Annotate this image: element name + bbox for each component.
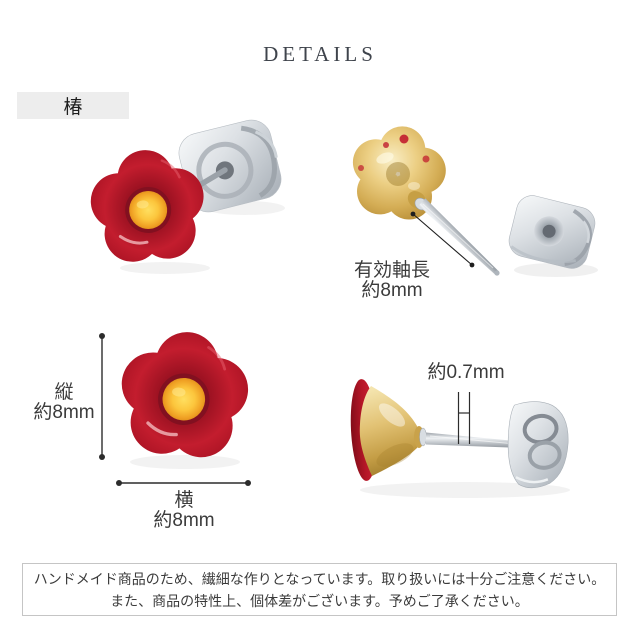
side-stud-photo <box>350 379 570 498</box>
ear-post-icon <box>426 432 521 448</box>
height-annotation: 縦 約8mm <box>14 383 114 423</box>
thickness-measure-marks <box>457 392 471 444</box>
front-flower-photo <box>99 325 255 486</box>
variant-label: 椿 <box>63 97 83 118</box>
notice-line-2: また、商品の特性上、個体差がございます。予めご了承ください。 <box>110 592 529 609</box>
variant-label-chip: 椿 <box>17 92 129 119</box>
page-title: DETAILS <box>263 42 377 66</box>
ear-post-icon <box>418 198 500 276</box>
width-value: 約8mm <box>153 510 215 531</box>
front-stud-photo <box>85 119 285 274</box>
height-value: 約8mm <box>33 402 95 423</box>
butterfly-clutch-icon <box>507 401 569 489</box>
notice-line-1: ハンドメイド商品のため、繊細な作りとなっています。取り扱いには十分ご注意ください… <box>33 570 606 587</box>
width-label: 横 <box>174 490 194 511</box>
shaft-length-value: 約8mm <box>361 280 423 301</box>
gold-cone-icon <box>359 386 420 476</box>
post-thickness-annotation: 約0.7mm <box>414 363 518 383</box>
height-dimension-line <box>99 333 105 460</box>
height-label: 縦 <box>54 382 74 403</box>
shaft-length-annotation: 有効軸長 約8mm <box>334 261 450 301</box>
butterfly-clutch-icon <box>508 195 596 269</box>
width-dimension-line <box>116 480 251 486</box>
shaft-length-label: 有効軸長 <box>353 260 430 281</box>
back-stud-photo <box>352 126 598 277</box>
shaft-length-leader-line <box>410 211 475 268</box>
post-thickness-value: 約0.7mm <box>427 362 505 383</box>
handling-notice-box: ハンドメイド商品のため、繊細な作りとなっています。取り扱いには十分ご注意ください… <box>22 563 617 616</box>
width-annotation: 横 約8mm <box>134 491 234 531</box>
flower-front-icon <box>114 325 255 463</box>
